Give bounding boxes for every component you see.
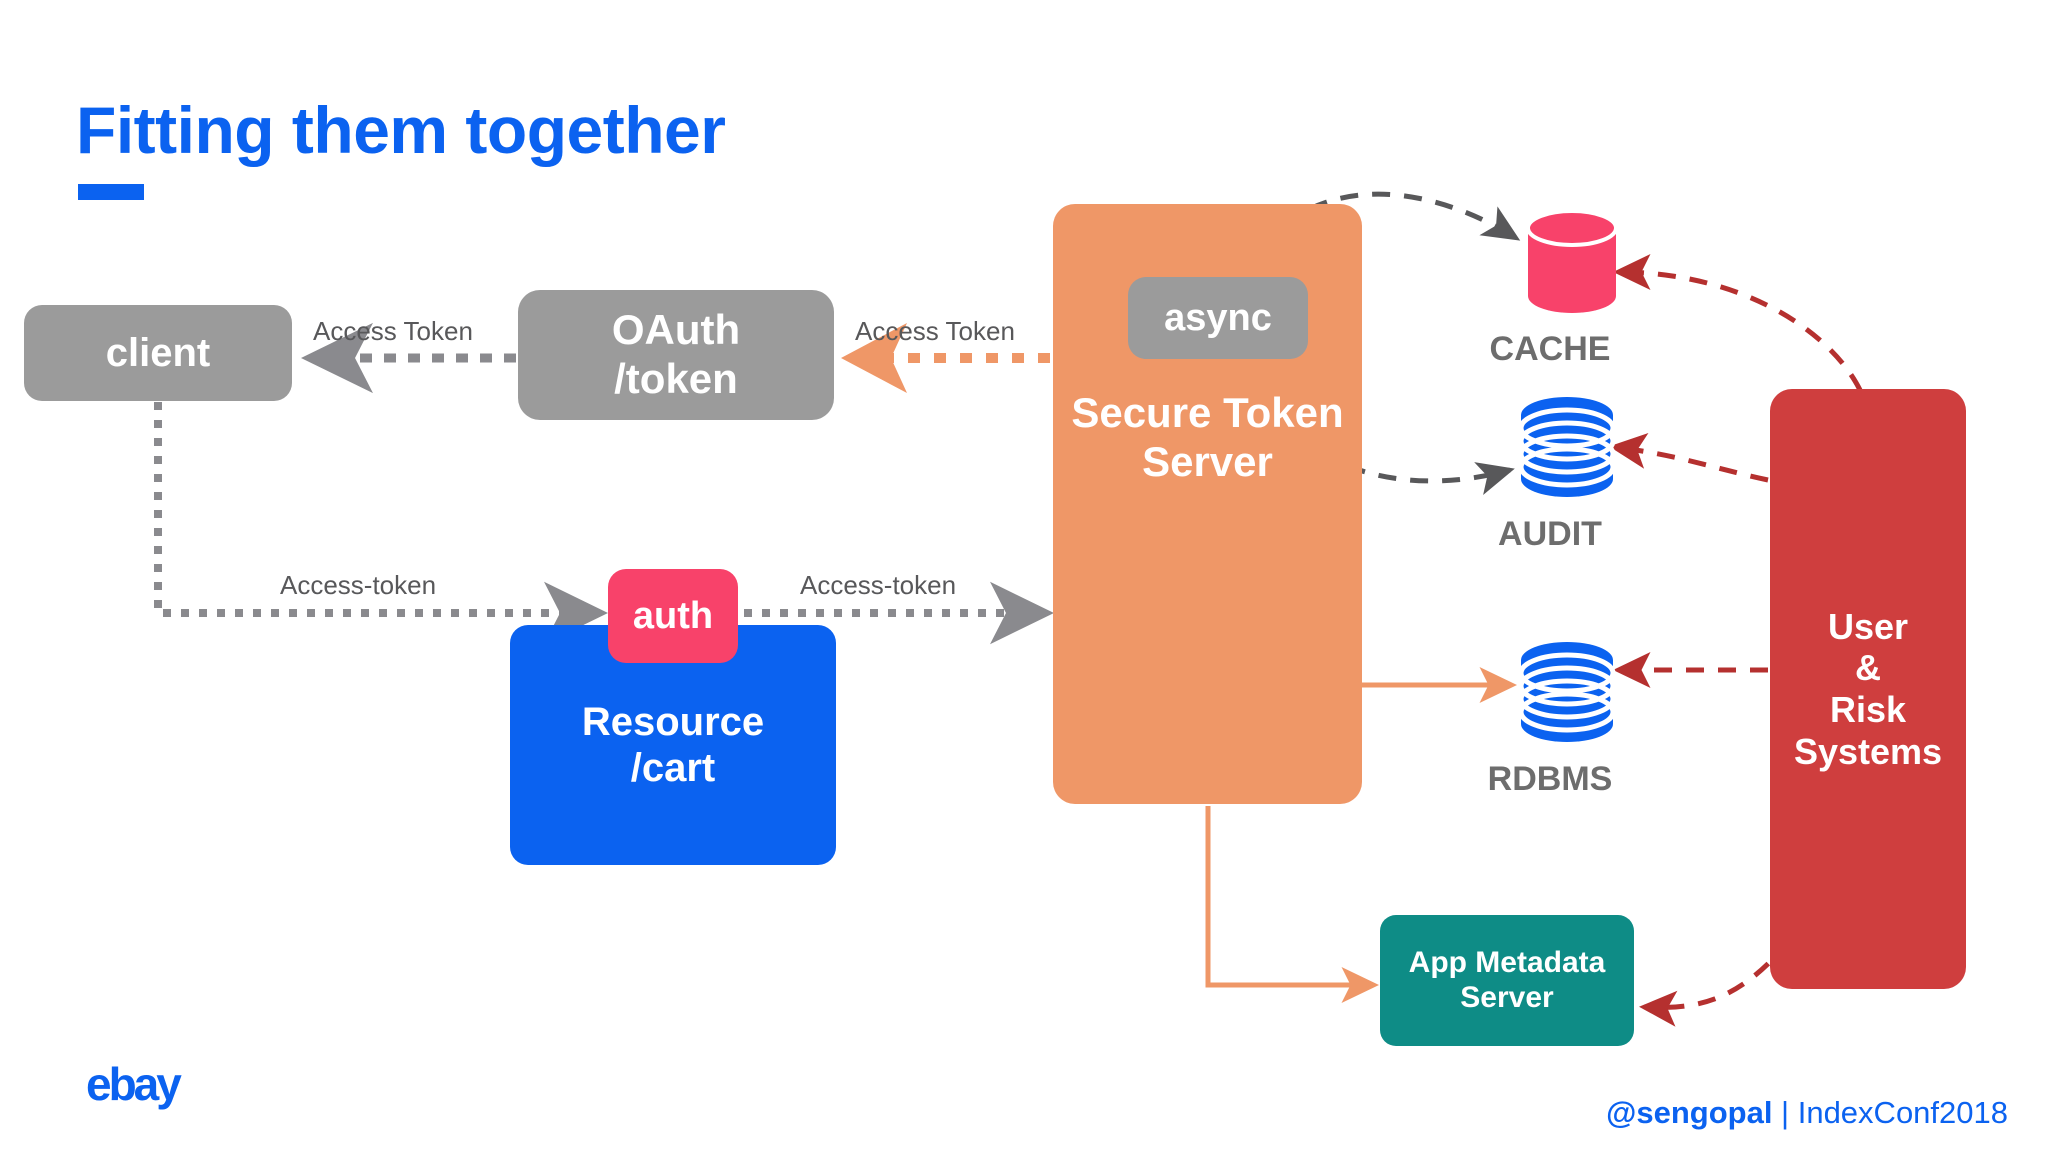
node-resource-label-line1: Resource <box>581 699 765 744</box>
node-appmeta-label-line1: App Metadata <box>1408 945 1606 979</box>
node-async-badge[interactable]: async <box>1128 277 1308 359</box>
database-icon-audit <box>1518 397 1616 497</box>
database-label-audit: AUDIT <box>1498 515 1602 553</box>
node-oauth-label-line1: OAuth <box>611 306 741 354</box>
node-userrisk-label-line1: User <box>1827 605 1909 647</box>
node-async-label: async <box>1164 296 1272 339</box>
node-app-metadata-server[interactable]: App Metadata Server <box>1380 915 1634 1046</box>
node-sts-label-line2: Server <box>1142 437 1273 485</box>
edge-label-client-to-auth: Access-token <box>280 570 437 600</box>
node-userrisk-label-line3: Risk <box>1829 689 1907 730</box>
node-oauth-token[interactable]: OAuth /token <box>518 290 834 420</box>
node-sts-label-line1: Secure Token <box>1071 389 1344 436</box>
database-label-rdbms: RDBMS <box>1487 760 1613 798</box>
node-user-risk-systems[interactable]: User & Risk Systems <box>1770 389 1966 989</box>
node-userrisk-label-line2: & <box>1854 647 1881 689</box>
edge-userrisk-to-audit <box>1609 433 1769 483</box>
node-oauth-label-line2: /token <box>614 355 738 402</box>
node-appmeta-label-line2: Server <box>1460 980 1554 1014</box>
database-icon-cache <box>1526 210 1618 313</box>
edge-sts-to-appmeta <box>1205 806 1379 1003</box>
edge-label-auth-to-sts: Access-token <box>800 570 957 600</box>
node-client-label: client <box>105 330 211 375</box>
edge-userrisk-to-appmeta <box>1639 938 1792 1027</box>
page-title: Fitting them together <box>76 93 726 167</box>
node-resource-label-line2: /cart <box>630 746 716 790</box>
database-label-cache: CACHE <box>1489 330 1611 368</box>
conference-name: | IndexConf2018 <box>1772 1095 2008 1130</box>
node-userrisk-label-line4: Systems <box>1793 730 1943 772</box>
database-icon-rdbms <box>1518 642 1616 742</box>
node-auth-label: auth <box>632 594 714 637</box>
edge-label-oauth-to-client: Access Token <box>313 316 473 346</box>
svg-text:ebay: ebay <box>86 1062 182 1110</box>
presenter-handle: @sengopal <box>1606 1095 1773 1130</box>
ebay-logo: ebay <box>86 1062 185 1110</box>
node-client[interactable]: client <box>24 305 292 401</box>
edge-label-sts-to-oauth: Access Token <box>855 316 1015 346</box>
node-resource-cart[interactable]: Resource /cart <box>510 625 836 865</box>
presenter-credit: @sengopal | IndexConf2018 <box>1606 1095 2008 1131</box>
node-auth-badge[interactable]: auth <box>608 569 738 663</box>
title-underline-bar <box>78 184 144 200</box>
